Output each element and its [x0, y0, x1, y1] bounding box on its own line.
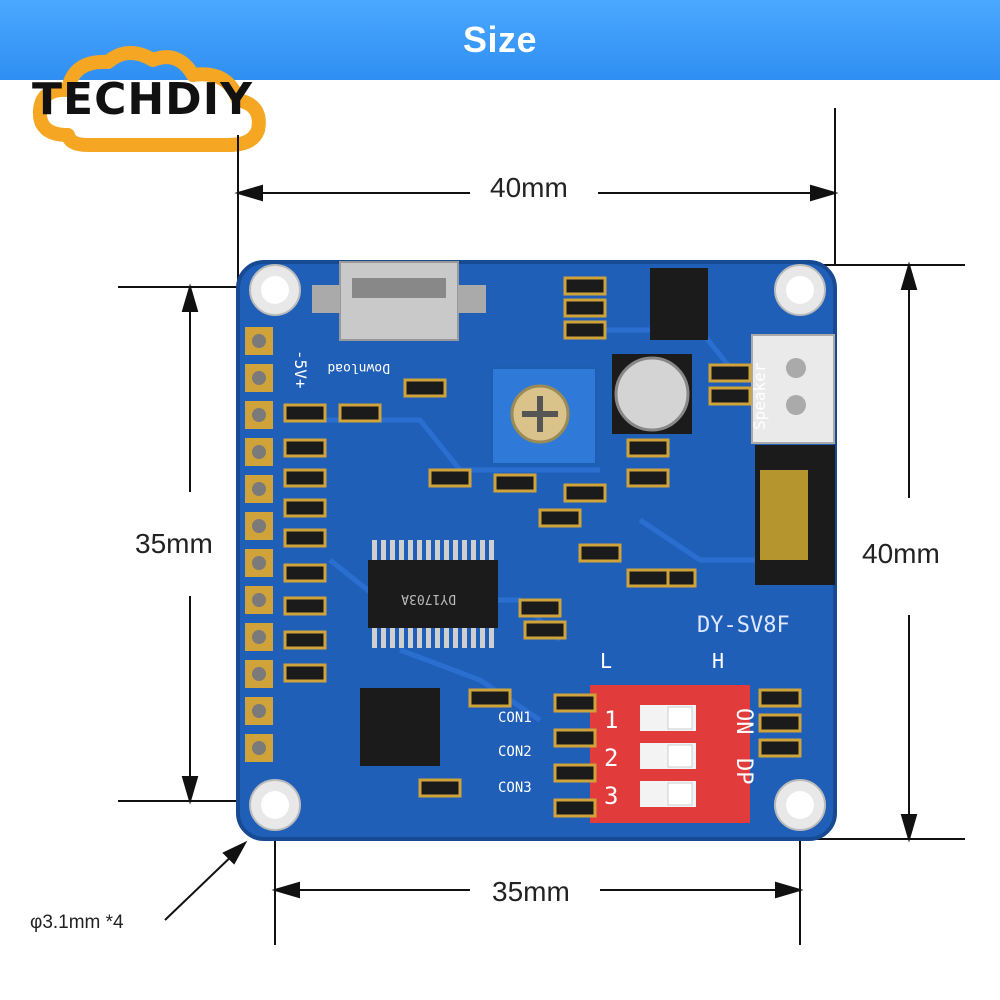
- dip-num-2: 2: [604, 744, 618, 772]
- brand-logo-text: TECHDIY: [32, 74, 253, 125]
- page-title: Size: [462, 19, 538, 60]
- capacitor: [614, 356, 690, 432]
- bottom-spacing-label: 35mm: [492, 876, 570, 907]
- dimension-lines: [118, 108, 965, 945]
- left-spacing-label: 35mm: [135, 528, 213, 559]
- con1-label: CON1: [498, 710, 532, 726]
- pin-header: [245, 327, 273, 762]
- top-width-label: 40mm: [490, 172, 568, 203]
- dip-left-label: L: [600, 649, 612, 673]
- pcb-board: DY-SV8F DY1703A -5V+ Download Speaker L …: [236, 260, 837, 841]
- main-chip: [368, 560, 498, 628]
- speaker-connector: [751, 334, 835, 444]
- usb-port: [339, 261, 459, 341]
- hole-size-note: φ3.1mm *4: [30, 912, 124, 933]
- right-height-label: 40mm: [862, 538, 940, 569]
- power-label: -5V+: [291, 350, 310, 389]
- speaker-label: Speaker: [750, 362, 769, 430]
- flash-chip: [360, 688, 440, 766]
- dip-num-3: 3: [604, 782, 618, 810]
- header-banner: Size: [0, 0, 1000, 80]
- board-model-label: DY-SV8F: [697, 613, 790, 638]
- chip-label: DY1703A: [401, 591, 456, 606]
- brand-logo: [32, 46, 266, 152]
- dip-on-label: ON: [731, 708, 756, 735]
- con3-label: CON3: [498, 780, 532, 796]
- dip-right-label: H: [712, 649, 724, 673]
- dip-num-1: 1: [604, 706, 618, 734]
- con2-label: CON2: [498, 744, 532, 760]
- amp-chip: [650, 268, 708, 340]
- mounting-holes: [249, 264, 826, 831]
- download-label: Download: [327, 360, 390, 375]
- dip-dp-label: DP: [731, 758, 756, 785]
